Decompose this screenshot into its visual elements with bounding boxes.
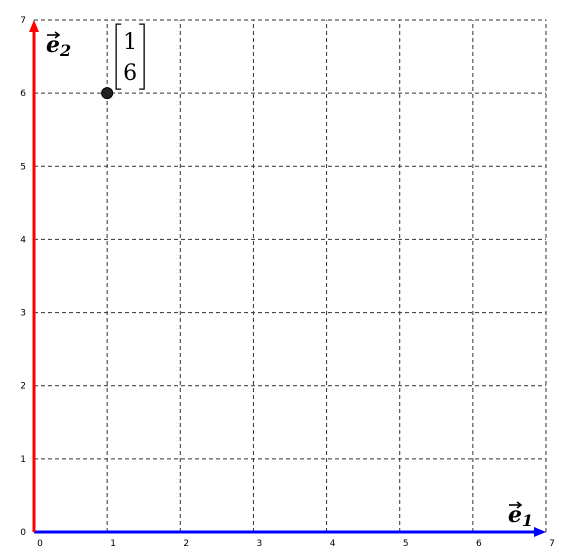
x-tick-label: 4 — [330, 539, 336, 549]
vector-e1-label: e1 — [508, 502, 533, 530]
vector-arrowhead-icon — [516, 501, 523, 509]
y-tick-label: 1 — [20, 455, 26, 465]
matrix-left-bracket — [115, 23, 122, 90]
matrix-right-bracket — [139, 23, 145, 90]
y-tick-label: 0 — [20, 528, 26, 538]
y-tick-label: 5 — [20, 162, 26, 172]
points: 16 — [101, 23, 145, 100]
y-tick-label: 6 — [20, 89, 26, 99]
y-tick-label: 3 — [20, 309, 26, 319]
vector-e2-arrowhead — [29, 20, 39, 32]
x-tick-label: 1 — [110, 539, 116, 549]
point-label-bottom: 6 — [123, 61, 137, 86]
point-marker — [101, 87, 114, 100]
x-tick-label: 6 — [476, 539, 482, 549]
vector-arrowhead-icon — [54, 31, 61, 39]
y-tick-label: 2 — [20, 382, 26, 392]
vector-e1-arrowhead — [534, 527, 546, 537]
x-tick-label: 5 — [403, 539, 409, 549]
y-tick-label: 4 — [20, 235, 26, 245]
tick-labels: 0 1 2 3 4 5 6 7 0 1 2 3 4 5 6 7 — [20, 16, 555, 549]
x-tick-label: 2 — [183, 539, 189, 549]
basis-vectors: e1 e2 — [29, 20, 546, 537]
point-label-top: 1 — [123, 30, 137, 55]
x-tick-label: 0 — [37, 539, 43, 549]
x-tick-label: 3 — [257, 539, 263, 549]
x-tick-label: 7 — [549, 539, 555, 549]
y-tick-label: 7 — [20, 16, 26, 26]
vector-e2-label: e2 — [46, 32, 71, 60]
